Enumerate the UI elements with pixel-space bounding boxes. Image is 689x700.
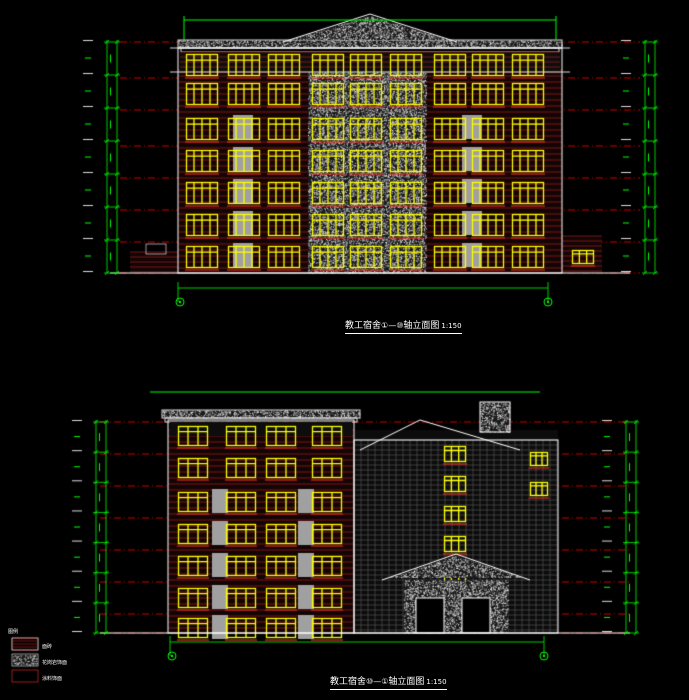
legend-label-paint: 涂料饰面 [42, 676, 63, 682]
legend-label-granite: 花岗岩饰面 [42, 660, 68, 666]
legend-label-brick: 面砖 [42, 644, 53, 650]
legend-title: 图例 [8, 629, 19, 635]
